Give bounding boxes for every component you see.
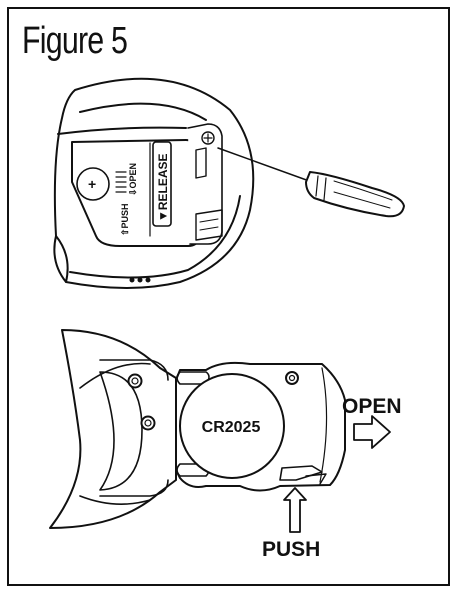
open-label-small: ⇩OPEN [128,163,138,196]
screwdriver [217,147,405,218]
push-label-small: ⇧PUSH [120,203,130,236]
battery-tray [175,361,346,492]
push-arrow [283,487,307,533]
release-label: ▼RELEASE [156,153,170,222]
figure-title: Figure 5 [22,20,128,62]
battery-label: CR2025 [202,419,261,436]
device-bottom-view [49,329,177,529]
push-label: PUSH [262,538,320,561]
open-label: OPEN [342,395,402,418]
battery-plus-symbol: + [88,176,96,192]
open-arrow [353,415,391,449]
device-top-view [53,77,255,289]
